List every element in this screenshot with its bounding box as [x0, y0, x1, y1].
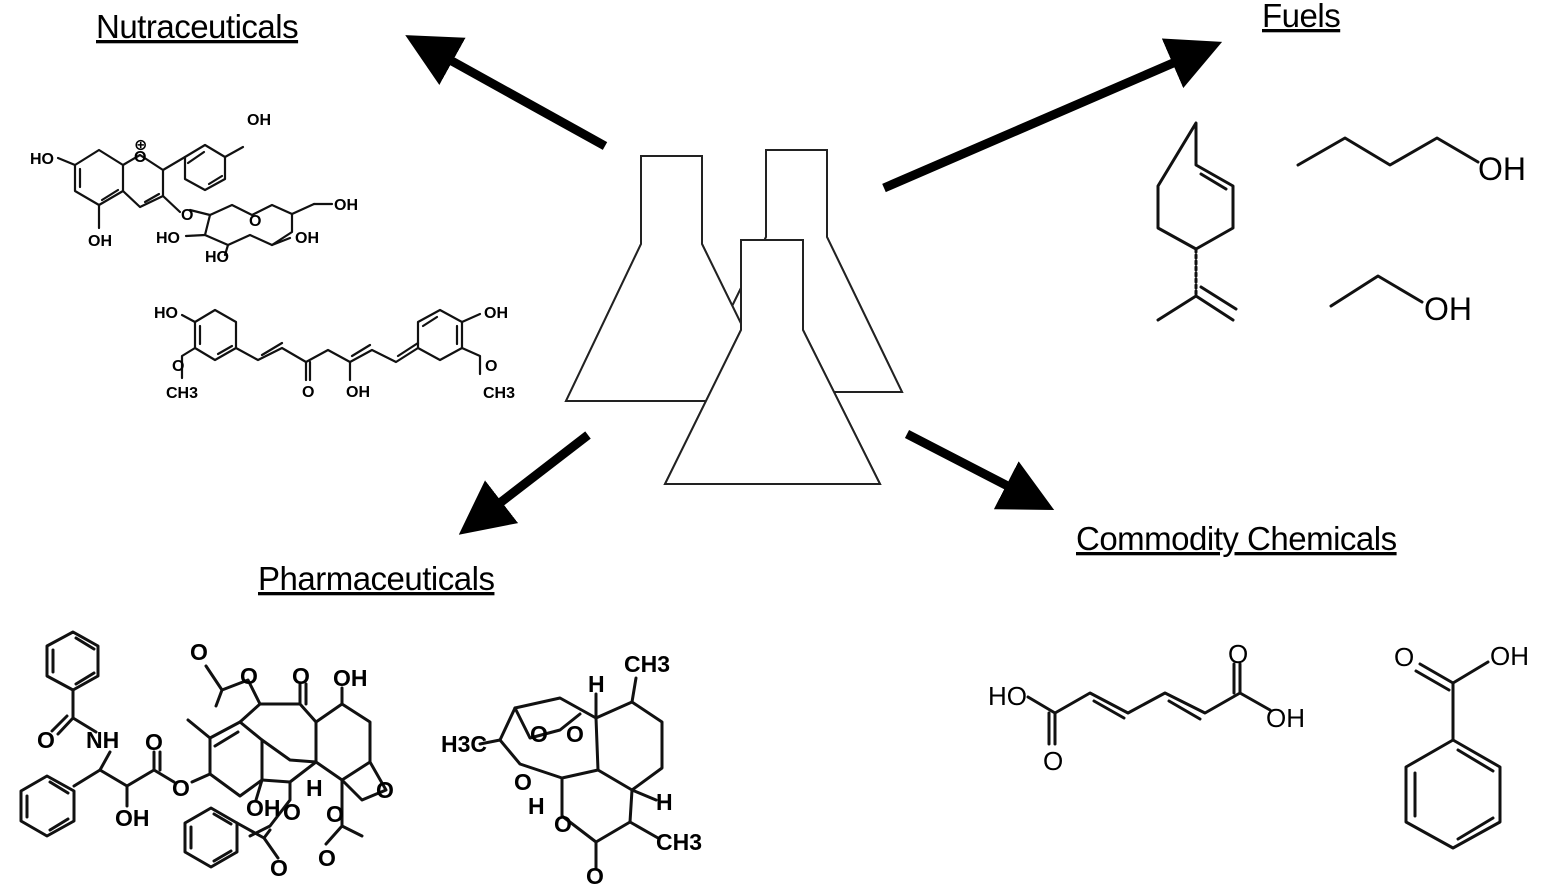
atom-h: H — [306, 775, 323, 801]
atom-ho: HO — [988, 681, 1027, 711]
molecule-muconic-acid: HO O O OH — [988, 639, 1305, 776]
atom-oh: OH — [346, 384, 370, 401]
arrow-to-fuels — [882, 38, 1223, 193]
atom-o: O — [554, 811, 572, 837]
atom-nh: NH — [86, 727, 119, 753]
atom-o: O — [172, 358, 184, 375]
atom-o: O — [181, 207, 193, 224]
atom-o: O — [485, 358, 497, 375]
atom-o: O — [190, 639, 208, 665]
atom-o: O — [326, 801, 344, 827]
molecule-ethanol: OH — [1329, 274, 1472, 327]
flask-group — [564, 149, 904, 485]
molecule-limonene — [1156, 121, 1238, 322]
atom-h: H — [528, 793, 545, 819]
arrow-to-commodity-chemicals — [904, 430, 1055, 511]
atom-oh: OH — [484, 305, 508, 322]
atom-oh: OH — [1478, 151, 1526, 187]
atom-h: H — [588, 671, 605, 697]
atom-ch3: CH3 — [656, 829, 702, 855]
atom-oh: OH — [1490, 641, 1529, 671]
atom-o: O — [1394, 642, 1414, 672]
atom-ho: HO — [30, 151, 54, 168]
atom-oh: OH — [334, 197, 358, 214]
atom-o: O — [530, 721, 548, 747]
atom-ch3: CH3 — [624, 651, 670, 677]
atom-o: O — [145, 729, 163, 755]
heading-pharmaceuticals: Pharmaceuticals — [258, 560, 494, 597]
atom-ho: HO — [156, 230, 180, 247]
atom-o: O — [376, 777, 394, 803]
molecule-artemisinin: H3C H CH3 O O O H O O H CH3 — [441, 651, 702, 886]
flask-front — [663, 239, 882, 485]
atom-o: O — [586, 863, 604, 886]
atom-ho: HO — [154, 305, 178, 322]
atom-oh: OH — [247, 112, 271, 129]
atom-h: H — [656, 789, 673, 815]
heading-fuels: Fuels — [1262, 0, 1340, 34]
molecule-benzoic-acid: O OH — [1394, 641, 1529, 850]
heading-commodity-chemicals: Commodity Chemicals — [1076, 520, 1397, 557]
atom-charge: ⊕ — [134, 137, 147, 154]
atom-o: O — [566, 721, 584, 747]
heading-nutraceuticals: Nutraceuticals — [96, 8, 298, 45]
atom-h3c: H3C — [441, 731, 487, 757]
atom-o: O — [514, 769, 532, 795]
atom-o: O — [134, 149, 146, 166]
atom-o: O — [172, 775, 190, 801]
molecule-curcumin: HO O CH3 O OH OH O CH3 — [154, 305, 515, 402]
atom-o: O — [240, 663, 258, 689]
atom-oh: OH — [1266, 703, 1305, 733]
molecule-anthocyanin: HO OH O ⊕ OH O O OH HO HO OH — [30, 112, 358, 266]
atom-o: O — [283, 799, 301, 825]
atom-oh: OH — [115, 805, 150, 831]
molecule-taxol: NH O OH O O O O O OH OH H O O O O O — [19, 630, 394, 881]
atom-o: O — [249, 213, 261, 230]
atom-ho: HO — [205, 249, 229, 266]
atom-o: O — [1043, 746, 1063, 776]
atom-o: O — [270, 855, 288, 881]
atom-o: O — [37, 727, 55, 753]
arrow-to-nutraceuticals — [405, 35, 608, 150]
arrow-to-pharmaceuticals — [458, 431, 591, 535]
atom-ch3: CH3 — [166, 385, 198, 402]
atom-oh: OH — [246, 795, 281, 821]
atom-o: O — [318, 845, 336, 871]
molecule-butanol: OH — [1296, 136, 1526, 187]
atom-oh: OH — [1424, 291, 1472, 327]
atom-oh: OH — [333, 665, 368, 691]
atom-o: O — [1228, 639, 1248, 669]
atom-oh: OH — [88, 233, 112, 250]
atom-ch3: CH3 — [483, 385, 515, 402]
atom-o: O — [302, 384, 314, 401]
atom-oh: OH — [295, 230, 319, 247]
atom-o: O — [292, 663, 310, 689]
